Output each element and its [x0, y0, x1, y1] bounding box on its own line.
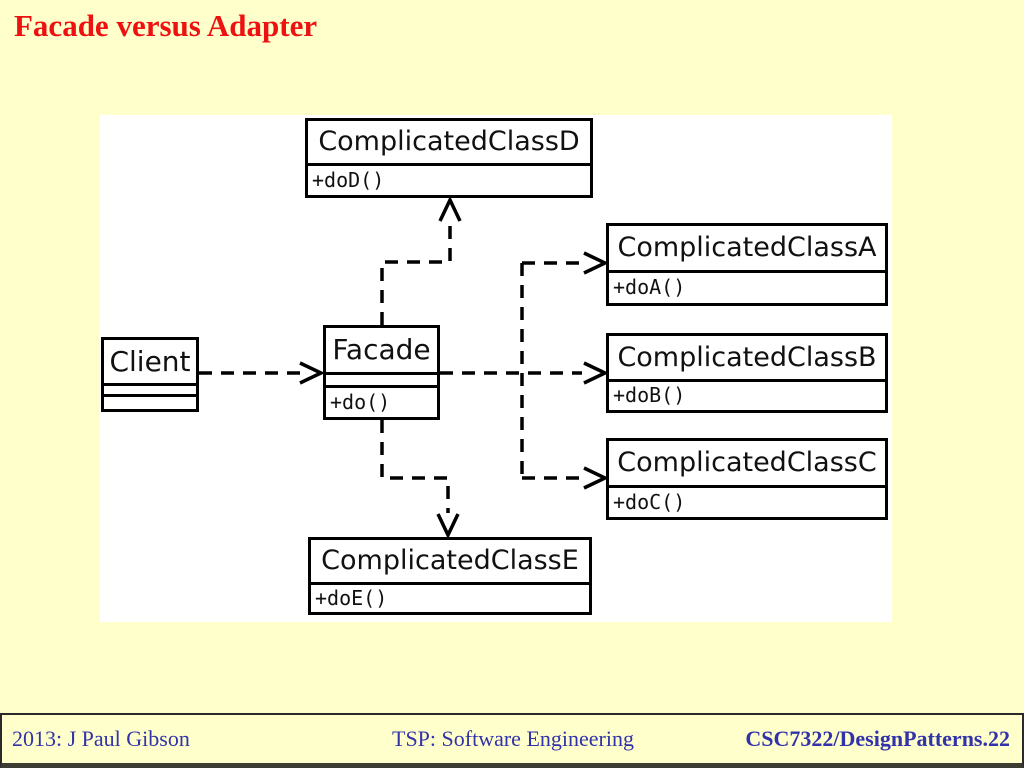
uml-connectors-svg — [199, 195, 610, 540]
class-method-complicatedclassa: +doA() — [609, 270, 885, 303]
class-method-complicatedclassd: +doD() — [308, 163, 590, 195]
footer-slide-reference: CSC7322/DesignPatterns.22 — [745, 726, 1010, 751]
class-name-complicatedclasse: ComplicatedClassE — [321, 545, 579, 576]
class-box-client: Client — [101, 337, 199, 412]
class-box-complicatedclasse: ComplicatedClassE +doE() — [308, 537, 592, 615]
class-method-complicatedclassb: +doB() — [609, 379, 885, 410]
arrowhead-into-classE — [436, 513, 460, 540]
arrowhead-into-classD — [438, 195, 462, 222]
class-box-facade: Facade +do() — [323, 325, 440, 420]
footer-course: TSP: Software Engineering — [392, 725, 634, 751]
class-name-complicatedclassd: ComplicatedClassD — [318, 126, 580, 157]
class-method-complicatedclasse: +doE() — [311, 582, 589, 612]
class-attributes-facade-empty — [326, 372, 437, 385]
class-box-complicatedclassc: ComplicatedClassC +doC() — [606, 438, 888, 520]
dependency-line-facade-classE — [380, 420, 450, 513]
footer-author: 2013: J Paul Gibson — [12, 726, 190, 751]
class-name-complicatedclassa: ComplicatedClassA — [617, 232, 877, 263]
class-method-facade: +do() — [326, 385, 437, 417]
arrowhead-into-classB — [583, 361, 610, 385]
slide-footer-inner: 2013: J Paul Gibson TSP: Software Engine… — [2, 715, 1022, 767]
class-name-client: Client — [109, 345, 191, 378]
class-box-complicatedclassd: ComplicatedClassD +doD() — [305, 118, 593, 198]
slide-title: Facade versus Adapter — [14, 8, 318, 43]
class-box-complicatedclassa: ComplicatedClassA +doA() — [606, 223, 888, 306]
class-name-facade: Facade — [332, 333, 431, 366]
arrowhead-into-classA — [583, 251, 610, 275]
slide-footer: 2013: J Paul Gibson TSP: Software Engine… — [0, 713, 1024, 768]
class-box-complicatedclassb: ComplicatedClassB +doB() — [606, 333, 888, 413]
arrowhead-into-classC — [583, 466, 610, 490]
class-attributes-client-empty — [104, 383, 196, 394]
arrowhead-into-facade — [299, 361, 326, 385]
dependency-line-facade-classD — [380, 222, 452, 325]
uml-diagram-panel: ComplicatedClassD +doD() ComplicatedClas… — [100, 115, 892, 622]
class-name-complicatedclassb: ComplicatedClassB — [617, 342, 877, 373]
class-name-complicatedclassc: ComplicatedClassC — [617, 447, 877, 478]
class-method-complicatedclassc: +doC() — [609, 485, 885, 517]
class-operations-client-empty — [104, 394, 196, 409]
